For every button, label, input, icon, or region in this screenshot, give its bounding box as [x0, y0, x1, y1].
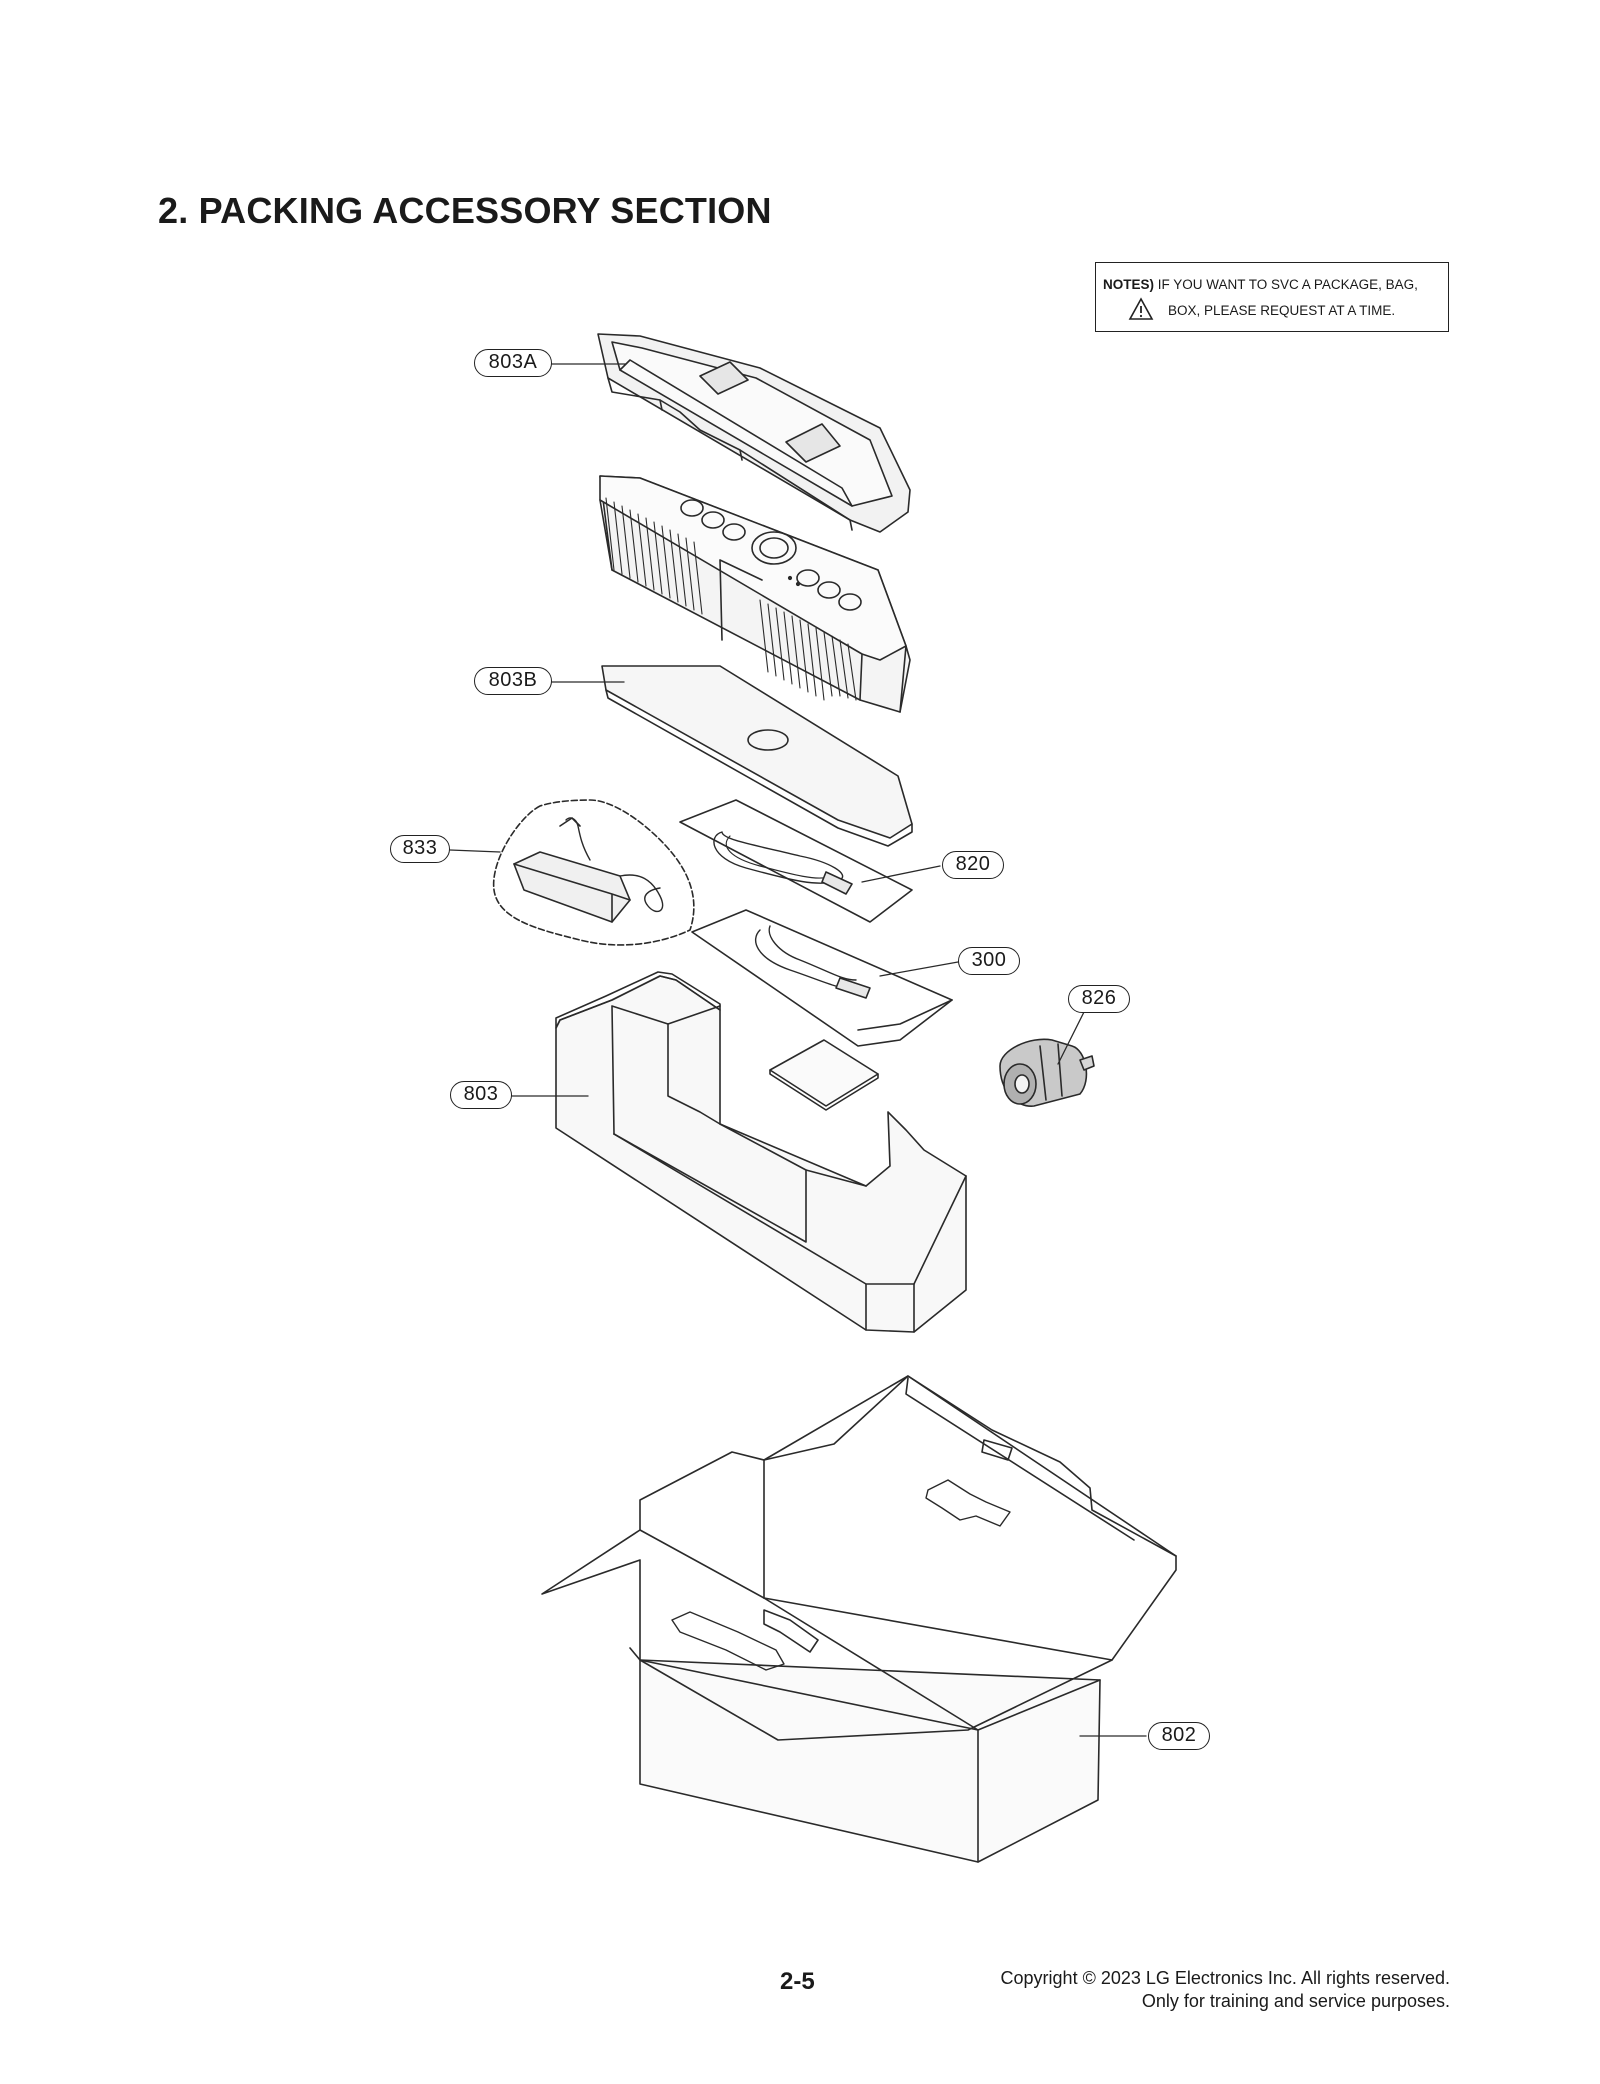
notes-line-1: NOTES) IF YOU WANT TO SVC A PACKAGE, BAG… [1103, 277, 1418, 292]
bottom-cushion-803B [601, 665, 913, 847]
page-number: 2-5 [780, 1968, 815, 1995]
ferrite-core-826 [999, 1038, 1095, 1107]
callout-820: 820 [942, 851, 1004, 879]
carton-box-802 [541, 1375, 1177, 1863]
section-title: 2. PACKING ACCESSORY SECTION [158, 190, 772, 231]
top-cushion-803A [597, 333, 911, 533]
leader-lines [449, 363, 1147, 1737]
copyright-line-1: Copyright © 2023 LG Electronics Inc. All… [1000, 1968, 1450, 1988]
notes-label: NOTES) [1103, 277, 1155, 292]
callout-803B: 803B [474, 667, 552, 695]
foam-cradle-803 [555, 971, 967, 1333]
callout-803: 803 [450, 1081, 512, 1109]
callout-833: 833 [390, 835, 450, 863]
adapter-bag-833 [492, 799, 695, 946]
notes-box: NOTES) IF YOU WANT TO SVC A PACKAGE, BAG… [1095, 262, 1449, 332]
callout-803A: 803A [474, 349, 552, 377]
notes-line-2: BOX, PLEASE REQUEST AT A TIME. [1168, 303, 1396, 318]
callout-802: 802 [1148, 1722, 1210, 1750]
notes-text-1: IF YOU WANT TO SVC A PACKAGE, BAG, [1157, 277, 1418, 292]
copyright-line-2: Only for training and service purposes. [1141, 1991, 1450, 2011]
speaker-unit [599, 475, 911, 713]
warning-icon [1128, 297, 1154, 320]
manual-sheet [769, 1039, 879, 1111]
copyright: Copyright © 2023 LG Electronics Inc. All… [1001, 1967, 1450, 2013]
cable-bag-300 [691, 909, 953, 1047]
callout-300: 300 [958, 947, 1020, 975]
callout-826: 826 [1068, 985, 1130, 1013]
cable-bag-820 [679, 799, 913, 923]
